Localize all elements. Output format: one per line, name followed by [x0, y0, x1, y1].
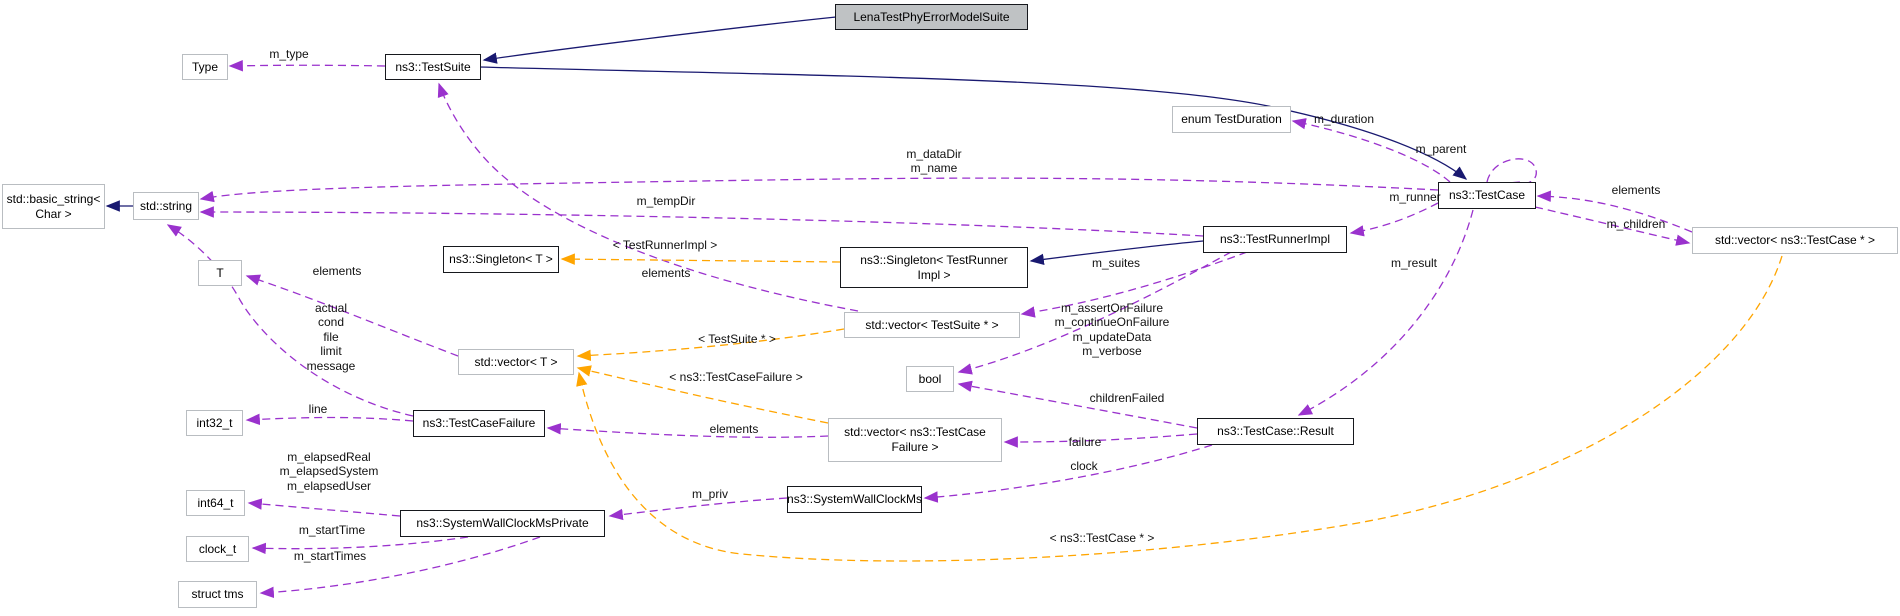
edge-label-template-testrunnerimpl: < TestRunnerImpl >: [612, 238, 718, 252]
class-node-testrunnerimpl[interactable]: ns3::TestRunnerImpl: [1203, 226, 1347, 253]
edge-label-m-starttime: m_startTime: [298, 523, 366, 537]
edge-label-m-tempdir: m_tempDir: [636, 194, 696, 208]
edge-line: [245, 413, 414, 426]
edge-label-elements-t: elements: [312, 264, 362, 278]
edge-label-clock: clock: [1070, 459, 1098, 473]
edge-m-parent-selfloop: [1486, 158, 1537, 193]
class-node-enum-testduration[interactable]: enum TestDuration: [1172, 106, 1291, 133]
edge-failure: [1003, 433, 1198, 448]
edge-m-assertonfailure: [957, 251, 1232, 375]
class-node-testcase-result[interactable]: ns3::TestCase::Result: [1197, 418, 1354, 445]
class-node-clock-t[interactable]: clock_t: [186, 536, 249, 562]
edge-m-datadir-m-name: [199, 177, 1439, 203]
class-node-systemwallclockmsprivate[interactable]: ns3::SystemWallClockMsPrivate: [400, 510, 605, 537]
class-node-testsuite[interactable]: ns3::TestSuite: [385, 54, 481, 80]
edge-label-m-result: m_result: [1390, 256, 1438, 270]
class-node-vector-testcasefailure[interactable]: std::vector< ns3::TestCase Failure >: [828, 418, 1002, 462]
edge-template-testsuite-ptr: [576, 328, 845, 362]
edge-label-template-testcasefailure: < ns3::TestCaseFailure >: [669, 370, 803, 384]
edge-actual-cond-file-limit-message: [166, 224, 414, 417]
edge-elements-to-testcasefailure: [546, 423, 829, 438]
class-node-singleton-t[interactable]: ns3::Singleton< T >: [443, 246, 559, 273]
edge-template-testcasefailure: [576, 365, 829, 424]
edge-label-m-runner: m_runner: [1389, 190, 1441, 204]
edge-label-m-children: m_children: [1606, 217, 1666, 231]
class-node-vector-t[interactable]: std::vector< T >: [458, 349, 574, 375]
edge-label-template-testsuite-ptr: < TestSuite * >: [698, 332, 776, 346]
edge-label-childrenfailed: childrenFailed: [1089, 391, 1165, 405]
class-node-vector-testsuite-ptr[interactable]: std::vector< TestSuite * >: [844, 312, 1020, 338]
edge-label-m-datadir-m-name: m_dataDir m_name: [906, 147, 962, 176]
edge-template-testcase-ptr: [576, 255, 1783, 562]
class-node-singleton-testrunnerimpl[interactable]: ns3::Singleton< TestRunner Impl >: [840, 247, 1028, 288]
edge-m-elapsed: [247, 498, 401, 517]
class-node-std-string[interactable]: std::string: [133, 192, 199, 220]
edge-clock: [923, 444, 1213, 503]
edge-inherit-testrunnerimpl-to-singleton: [1029, 240, 1204, 266]
edge-elements-to-testcase: [1536, 190, 1693, 233]
edge-label-m-type: m_type: [269, 47, 309, 61]
edge-m-result: [1297, 209, 1474, 416]
edge-m-tempdir: [199, 206, 1204, 237]
edge-label-failure-strings: actual cond file limit message: [306, 301, 356, 373]
edge-label-failure: failure: [1068, 435, 1102, 449]
edge-m-runner: [1349, 202, 1439, 237]
edge-m-priv: [608, 497, 788, 521]
edge-label-m-priv: m_priv: [691, 487, 729, 501]
edge-m-type: [228, 60, 386, 72]
class-node-int64-t[interactable]: int64_t: [186, 490, 245, 516]
class-node-int32-t[interactable]: int32_t: [186, 410, 243, 436]
edge-m-starttimes: [259, 536, 541, 599]
class-node-bool[interactable]: bool: [906, 366, 954, 392]
edge-m-duration: [1291, 118, 1451, 183]
edge-m-starttime: [251, 536, 469, 555]
edge-inherit-testsuite-to-testcase: [478, 66, 1468, 180]
edge-label-template-testcase-ptr: < ns3::TestCase * >: [1049, 531, 1155, 545]
edge-label-bool-members: m_assertOnFailure m_continueOnFailure m_…: [1054, 301, 1170, 359]
edge-elements-to-testsuite: [437, 82, 859, 312]
edge-inherit-lena-to-testsuite: [482, 16, 837, 64]
class-node-basic-string[interactable]: std::basic_string< Char >: [2, 184, 105, 229]
class-node-vector-testcase-ptr[interactable]: std::vector< ns3::TestCase * >: [1692, 227, 1898, 254]
class-node-struct-tms[interactable]: struct tms: [178, 581, 257, 608]
edge-label-m-parent: m_parent: [1415, 142, 1467, 156]
edge-childrenfailed: [957, 380, 1198, 429]
edge-label-m-starttimes: m_startTimes: [293, 549, 367, 563]
edge-m-suites: [1020, 251, 1248, 318]
edge-template-testrunnerimpl: [560, 253, 841, 265]
edge-label-elements-testcasefailure: elements: [709, 422, 759, 436]
edge-label-line: line: [308, 402, 328, 416]
class-node-systemwallclockms[interactable]: ns3::SystemWallClockMs: [787, 486, 922, 513]
edge-label-elements-testcase: elements: [1611, 183, 1661, 197]
class-node-t[interactable]: T: [198, 260, 242, 286]
edge-elements-to-t: [245, 274, 459, 357]
edge-label-elapsed-members: m_elapsedReal m_elapsedSystem m_elapsedU…: [279, 450, 379, 493]
class-node-type[interactable]: Type: [182, 54, 228, 80]
edge-label-elements-testsuite: elements: [641, 266, 691, 280]
edge-label-m-suites: m_suites: [1091, 256, 1141, 270]
class-node-lenatestphyerrormodelsuite[interactable]: LenaTestPhyErrorModelSuite: [835, 4, 1028, 30]
edge-label-m-duration: m_duration: [1313, 112, 1375, 126]
class-node-testcasefailure[interactable]: ns3::TestCaseFailure: [413, 410, 545, 437]
edge-m-children: [1534, 206, 1691, 246]
class-node-testcase[interactable]: ns3::TestCase: [1438, 182, 1536, 209]
